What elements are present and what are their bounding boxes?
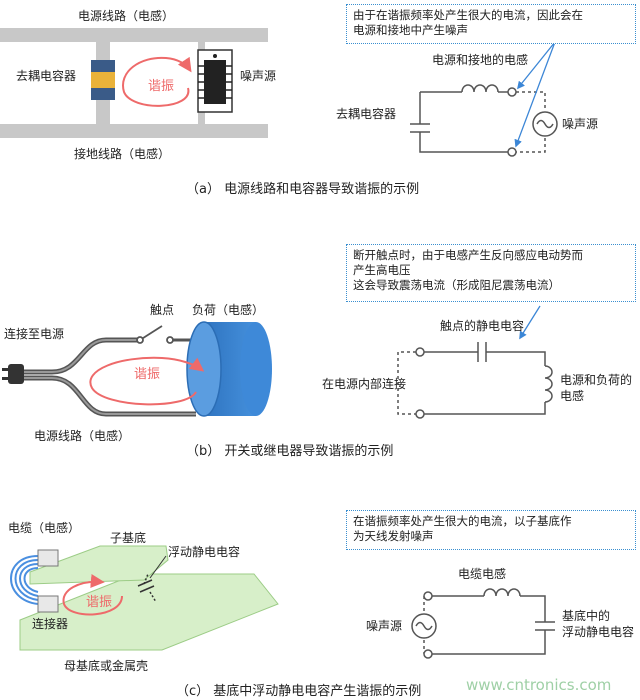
internal-connection-label: 在电源内部连接 [322,376,406,391]
resonance-loop [122,56,192,107]
panel-b: 连接至电源 触点 负荷（电感） [2,302,632,443]
circuit-c [423,588,555,655]
sub-board [29,545,169,585]
circuit-a [410,84,546,153]
resonance-label: 谐振 [86,595,112,610]
decoupling-capacitor [91,60,115,100]
terminal [423,591,433,601]
inductance-b-label-2: 电感 [560,388,584,403]
inductor-a [461,84,499,93]
floating-cap-leader [149,555,167,579]
inductor-b [544,365,553,403]
power-plug-icon [2,364,24,384]
decoupling-capacitor-label: 去耦电容器 [16,68,76,83]
terminal [423,649,433,659]
caption-a: （a） 电源线路和电容器导致谐振的示例 [186,182,420,197]
sub-board-label: 子基底 [110,530,146,545]
note-c: 在谐振频率处产生很大的电流，以子基底作 为天线发射噪声 [346,510,636,550]
circuit-a-cap-label: 去耦电容器 [336,106,396,121]
floating-capacitor-symbol [137,573,157,603]
terminal [507,87,517,97]
circuit-b [397,342,553,415]
contact-capacitor [477,342,487,362]
noise-source-symbol-c [411,613,437,639]
ic-noise-source [197,49,233,113]
panel-c: 电缆（电感） 连接器 子基底 浮动静电电容 谐振 母基底或金属壳 [8,520,634,673]
mother-board [19,573,279,651]
upper-connector [37,549,59,567]
power-line-label: 电源线路（电感） [34,428,130,443]
contact-cap-label: 触点的静电电容 [440,318,524,333]
caption-c: （c） 基底中浮动静电电容产生谐振的示例 [176,684,422,699]
noise-source-symbol-a [532,111,558,137]
to-power-label: 连接至电源 [4,326,64,341]
mother-board-label: 母基底或金属壳 [64,658,148,673]
note-b: 断开触点时，由于电感产生反向感应电动势而 产生高电压 这会导致震荡电流（形成阻尼… [346,244,636,302]
circuit-a-noise-label: 噪声源 [562,117,598,131]
inductor-c [483,588,521,597]
lower-connector [37,595,59,613]
floating-c-label-2: 浮动静电电容 [562,624,634,639]
floating-cap-label: 浮动静电电容 [168,544,240,559]
cable-label: 电缆（电感） [8,520,80,535]
power-line-label: 电源线路（电感） [78,8,174,23]
panel-a: 电源线路（电感） 接地线路（电感） 去耦电容器 谐振 [0,8,598,161]
floating-capacitor [535,621,555,631]
cable-bundle [10,555,39,605]
ground-line-label: 接地线路（电感） [74,146,170,161]
noise-source-c-label: 噪声源 [366,619,402,633]
resonance-label: 谐振 [134,367,160,382]
terminal [507,147,517,157]
circuit-a-inductance-label: 电源和接地的电感 [432,52,528,67]
resonance-loop [89,356,205,406]
contact-switch [136,325,196,344]
inductance-b-label-1: 电源和负荷的 [560,372,632,387]
watermark: www.cntronics.com [466,676,612,694]
connector-label: 连接器 [32,616,68,631]
floating-c-label-1: 基底中的 [562,608,610,623]
terminal [415,409,425,419]
terminal [415,347,425,357]
callout-line-b [519,305,541,340]
note-a: 由于在谐振频率处产生很大的电流，因此会在 电源和接地中产生噪声 [346,4,636,44]
load-label: 负荷（电感） [192,302,264,317]
resonance-label: 谐振 [148,79,174,94]
noise-source-label: 噪声源 [240,69,276,83]
caption-b: （b） 开关或继电器导致谐振的示例 [186,444,394,459]
contact-label: 触点 [150,303,174,317]
callout-lines-a [514,41,556,148]
cable-inductance-label: 电缆电感 [458,566,506,581]
resonance-loop [62,574,123,616]
